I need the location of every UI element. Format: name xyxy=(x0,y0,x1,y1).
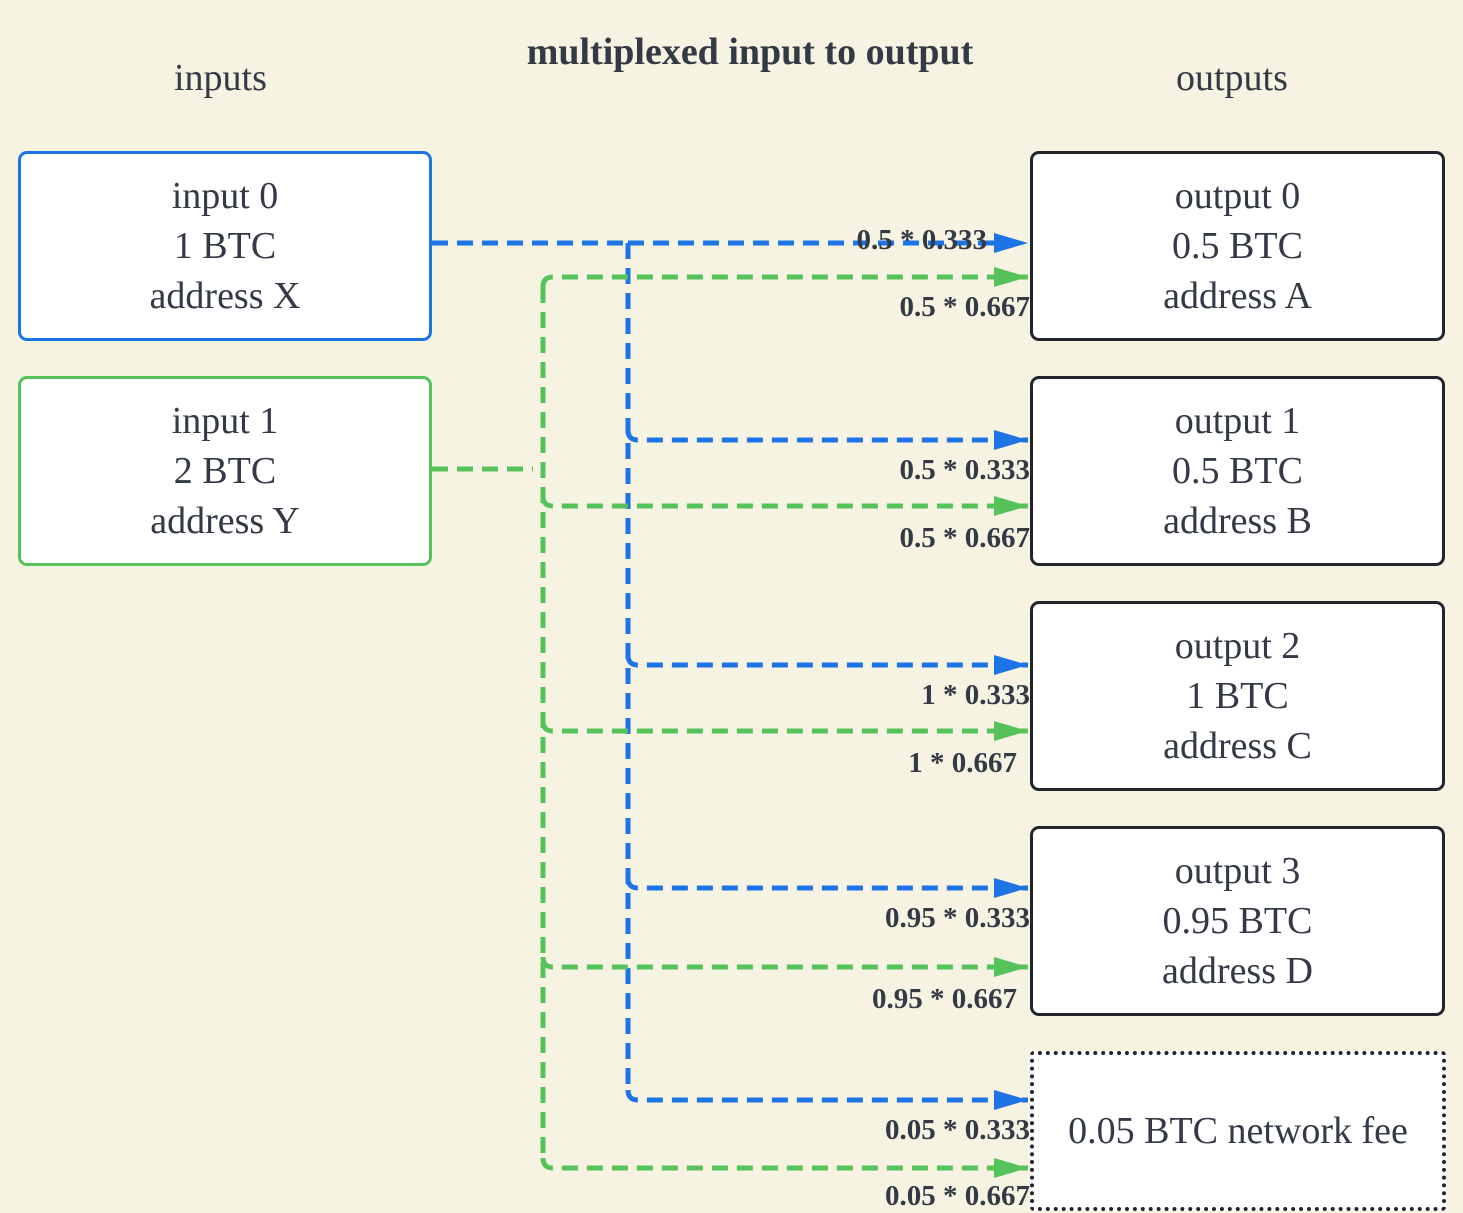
output-2-address: address C xyxy=(1163,725,1312,767)
flow-input1-output0 xyxy=(540,267,1028,288)
input-0-amount: 1 BTC xyxy=(173,225,277,267)
network-fee-label: 0.05 BTC network fee xyxy=(1068,1110,1408,1152)
flow-label-input0-output1: 0.5 * 0.333 xyxy=(899,454,1031,486)
input-0-box: input 0 1 BTC address X xyxy=(18,151,432,341)
output-2-name: output 2 xyxy=(1174,625,1301,667)
flow-label-input1-output0: 0.5 * 0.667 xyxy=(899,291,1031,323)
input-1-box: input 1 2 BTC address Y xyxy=(18,376,432,566)
output-0-amount: 0.5 BTC xyxy=(1172,225,1303,267)
flow-label-input1-output2: 1 * 0.667 xyxy=(908,747,1017,779)
output-3-box: output 3 0.95 BTC address D xyxy=(1030,826,1445,1016)
flow-label-input0-output3: 0.95 * 0.333 xyxy=(885,902,1030,934)
output-3-address: address D xyxy=(1162,950,1313,992)
input-1-address: address Y xyxy=(150,500,300,542)
flow-label-input0-output2: 1 * 0.333 xyxy=(921,679,1030,711)
input-0-name: input 0 xyxy=(171,175,279,217)
output-2-box: output 2 1 BTC address C xyxy=(1030,601,1445,791)
output-3-name: output 3 xyxy=(1174,850,1301,892)
flow-input1-output3 xyxy=(540,956,1028,977)
flow-input1-fee xyxy=(540,1157,1028,1178)
output-1-amount: 0.5 BTC xyxy=(1172,450,1303,492)
flow-input0-fee xyxy=(625,1089,1028,1110)
flow-input0-output2 xyxy=(625,654,1028,675)
inputs-heading: inputs xyxy=(174,57,267,99)
input-0-address: address X xyxy=(149,275,301,317)
outputs-heading: outputs xyxy=(1176,57,1288,99)
output-0-name: output 0 xyxy=(1174,175,1301,217)
flow-input1-output2 xyxy=(540,720,1028,741)
output-1-address: address B xyxy=(1163,500,1312,542)
flow-label-input0-output0: 0.5 * 0.333 xyxy=(856,224,988,256)
flow-label-input1-fee: 0.05 * 0.667 xyxy=(885,1180,1030,1212)
flow-input0-output1 xyxy=(625,429,1028,450)
flow-label-input0-fee: 0.05 * 0.333 xyxy=(885,1114,1030,1146)
output-2-amount: 1 BTC xyxy=(1186,675,1289,717)
flow-input1-output1 xyxy=(540,495,1028,516)
output-3-amount: 0.95 BTC xyxy=(1162,900,1313,942)
flow-label-input1-output3: 0.95 * 0.667 xyxy=(872,983,1017,1015)
output-1-box: output 1 0.5 BTC address B xyxy=(1030,376,1445,566)
input-1-name: input 1 xyxy=(171,400,279,442)
flow-input0-output3 xyxy=(625,877,1028,898)
input-1-amount: 2 BTC xyxy=(173,450,277,492)
output-0-box: output 0 0.5 BTC address A xyxy=(1030,151,1445,341)
flow-label-input1-output1: 0.5 * 0.667 xyxy=(899,522,1031,554)
network-fee-box: 0.05 BTC network fee xyxy=(1030,1051,1446,1211)
output-0-address: address A xyxy=(1163,275,1312,317)
diagram-title: multiplexed input to output xyxy=(526,31,974,73)
output-1-name: output 1 xyxy=(1174,400,1301,442)
